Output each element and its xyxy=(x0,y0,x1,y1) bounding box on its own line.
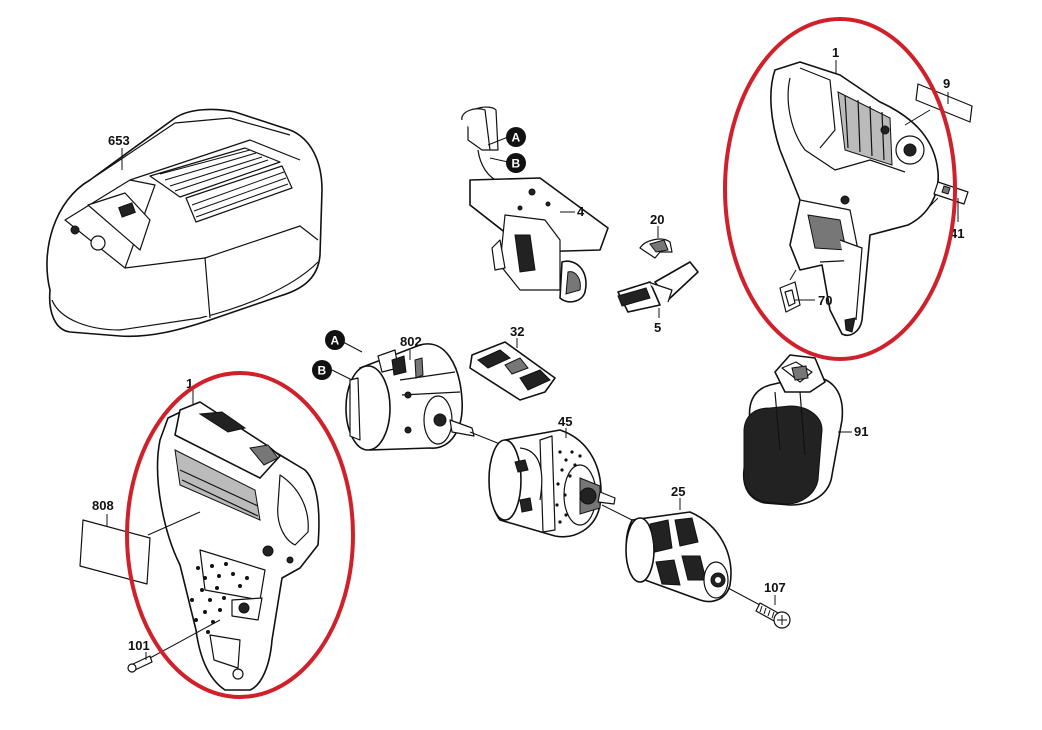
switch-marker-a: A xyxy=(512,131,521,145)
callout-chuck: 25 xyxy=(671,484,685,499)
part-32-direction-slider xyxy=(469,341,556,401)
callout-part-5: 5 xyxy=(654,320,661,335)
highlight-circle-right-housing xyxy=(723,17,957,361)
callout-housing-left: 1 xyxy=(186,376,193,391)
part-20-clip xyxy=(639,238,673,259)
callout-part-32: 32 xyxy=(510,324,524,339)
motor-802 xyxy=(345,343,475,451)
switch-4 xyxy=(461,106,609,303)
motor-marker-b: B xyxy=(318,364,327,378)
battery-91 xyxy=(742,354,844,506)
gearbox-45 xyxy=(469,429,616,538)
callout-switch: 4 xyxy=(577,204,585,219)
callout-screw-101: 101 xyxy=(128,638,150,653)
gearbox-ring-dots xyxy=(555,450,582,524)
motor-marker-a: A xyxy=(331,334,340,348)
part-41-nameplate xyxy=(933,181,969,205)
callout-battery: 91 xyxy=(854,424,868,439)
callout-label-808: 808 xyxy=(92,498,114,513)
part-70-spring-clip xyxy=(779,281,801,313)
part-5-switch-actuator xyxy=(617,261,699,313)
screw-101 xyxy=(127,619,221,673)
callout-part-20: 20 xyxy=(650,212,664,227)
callout-motor: 802 xyxy=(400,334,422,349)
callout-label-9: 9 xyxy=(943,76,950,91)
callout-gearbox: 45 xyxy=(558,414,572,429)
callout-charger: 653 xyxy=(108,133,130,148)
callout-housing-right: 1 xyxy=(832,45,839,60)
chuck-25 xyxy=(601,504,732,603)
label-808-sticker xyxy=(79,519,151,585)
housing-left-grip-dots xyxy=(190,562,249,634)
housing-left-half xyxy=(156,401,320,691)
switch-marker-b: B xyxy=(512,157,521,171)
highlight-circle-left-housing xyxy=(125,371,355,699)
callout-part-70: 70 xyxy=(818,293,832,308)
label-9-sticker xyxy=(915,83,973,123)
charger-653 xyxy=(46,108,323,338)
housing-right-half xyxy=(770,61,939,336)
callout-screw-107: 107 xyxy=(764,580,786,595)
screw-107 xyxy=(727,587,791,629)
